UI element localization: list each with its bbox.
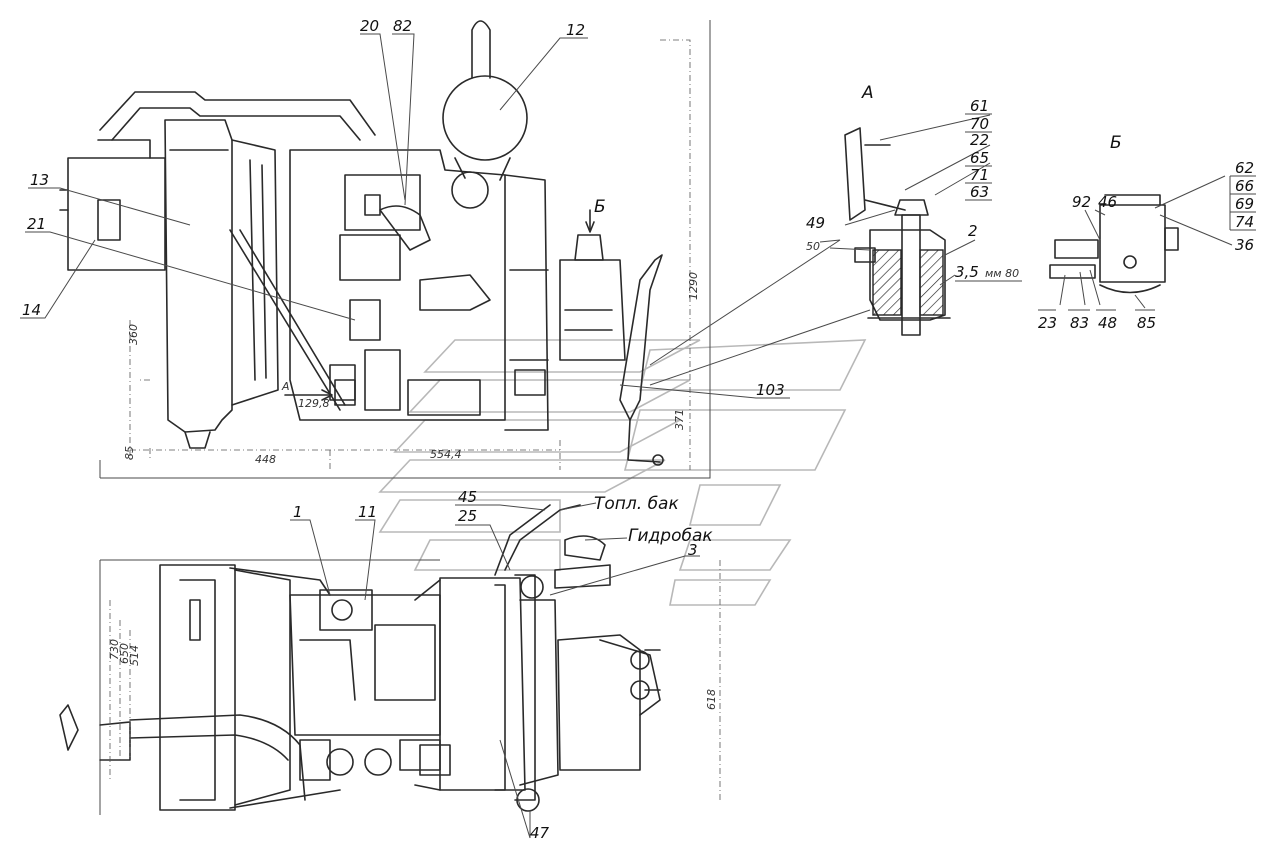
dim-85: 85 [123,446,136,460]
callout-69: 69 [1235,195,1254,213]
callout-49: 49 [806,214,825,232]
callout-22: 22 [970,131,989,149]
tightening-note: мм 80 [985,267,1019,280]
fuel-tank-note: Топл. бак [594,494,679,514]
callout-12: 12 [566,21,585,39]
callout-62: 62 [1235,159,1254,177]
dim-371: 371 [673,409,686,430]
engine-side-view [59,20,711,479]
section-view-b [1049,194,1179,294]
callout-3: 3 [688,541,698,559]
callout-1: 1 [293,503,303,521]
callout-13: 13 [30,171,49,189]
dimension-labels: 360 85 448 554,4 1290 371 129,8 730 650 … [108,272,718,710]
view-b-label: Б [1110,133,1122,153]
callout-14: 14 [22,301,41,319]
dim-730: 730 [108,639,121,660]
dim-5544: 554,4 [430,448,462,461]
callout-23: 23 [1038,314,1057,332]
callout-45: 45 [458,488,477,506]
callout-2: 2 [968,222,978,240]
view-a-label: А [861,83,874,103]
dim-618: 618 [705,689,718,710]
section-view-a [844,127,951,336]
callout-11: 11 [358,503,377,521]
leader-lines [20,33,1233,839]
callout-46: 46 [1098,193,1117,211]
dim-448: 448 [255,453,276,466]
callout-85: 85 [1137,314,1156,332]
hydraulic-tank-note: Гидробак [628,526,713,546]
callout-20: 20 [360,17,379,35]
callout-25: 25 [458,507,477,525]
callout-92: 92 [1072,193,1091,211]
callout-47: 47 [530,824,550,842]
callout-50: 50 [806,240,820,253]
callout-74: 74 [1235,213,1254,231]
callout-71: 71 [970,166,989,184]
callout-82: 82 [393,17,412,35]
engine-plan-view [59,504,721,815]
callout-21: 21 [27,215,46,233]
callout-70: 70 [970,115,989,133]
callout-48: 48 [1098,314,1117,332]
view-b-arrow-label: Б [594,197,606,217]
callout-3-5: 3,5 [955,263,979,281]
dim-1290: 1290 [687,272,700,300]
callout-labels: 20 82 12 13 21 14 103 А 61 70 22 65 71 6… [22,17,1256,842]
callout-65: 65 [970,149,989,167]
callout-36: 36 [1235,236,1254,254]
dim-1298: 129,8 [298,397,330,410]
callout-63: 63 [970,183,989,201]
view-a-arrow-label: А [281,380,290,393]
callout-66: 66 [1235,177,1254,195]
dim-360: 360 [127,324,140,345]
dim-514: 514 [128,645,141,666]
callout-103: 103 [756,381,785,399]
callout-61: 61 [970,97,989,115]
callout-83: 83 [1070,314,1089,332]
dim-650: 650 [118,643,131,664]
